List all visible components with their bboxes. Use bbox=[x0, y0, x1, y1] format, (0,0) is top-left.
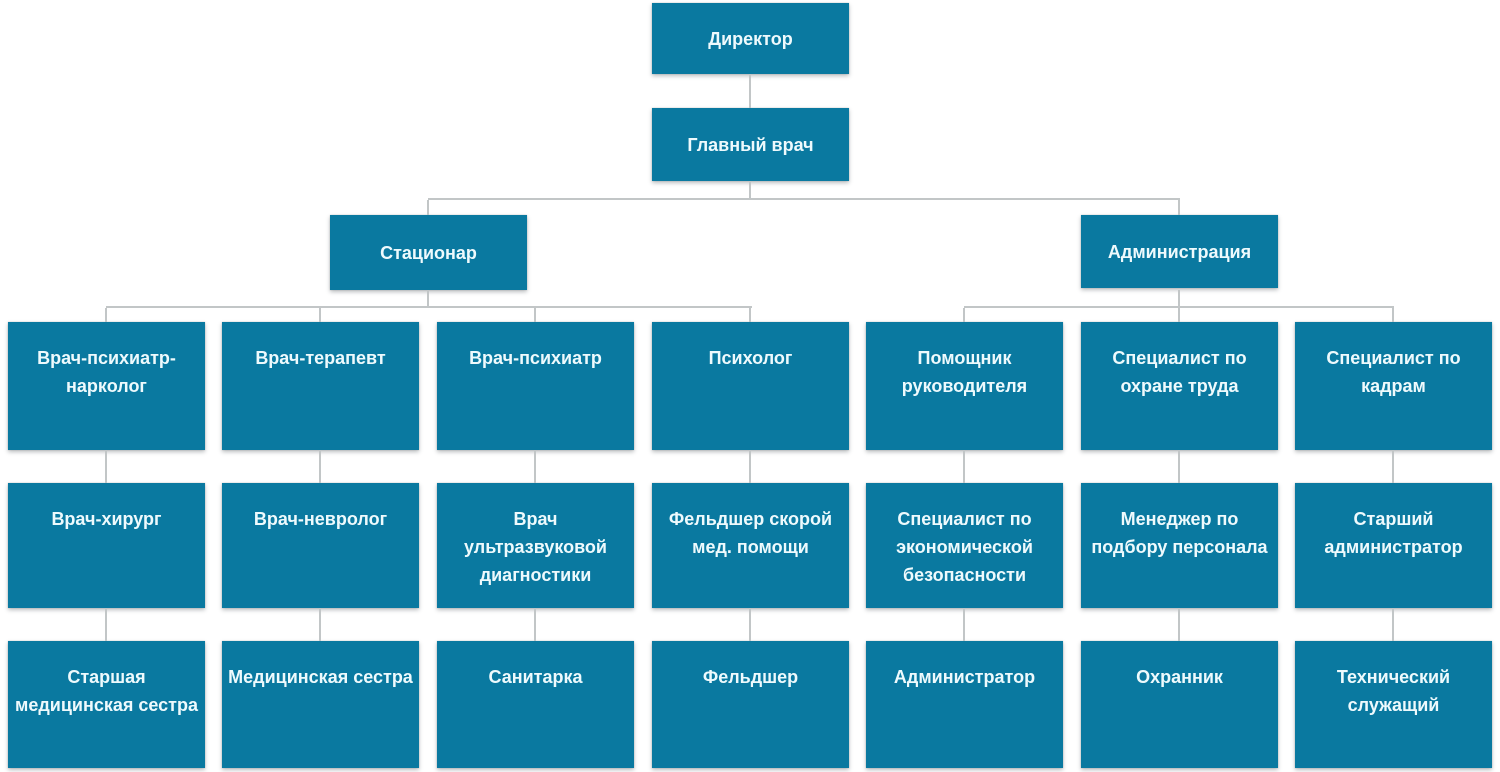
org-node-label: Психолог bbox=[708, 348, 793, 368]
org-node: Старшая медицинская сестра bbox=[8, 641, 205, 768]
connector-chief-drop bbox=[749, 181, 751, 199]
org-node-label: Помощник руководителя bbox=[901, 348, 1028, 396]
connector-col5-base bbox=[963, 608, 965, 641]
connector-col4-base bbox=[749, 608, 751, 641]
connector-col7-base bbox=[1392, 608, 1394, 641]
connector-administration-drop bbox=[1178, 290, 1180, 307]
org-node-label: Старший администратор bbox=[1324, 509, 1463, 557]
connector-stub bbox=[105, 308, 107, 322]
connector-col5-mid bbox=[963, 450, 965, 483]
org-node: Специалист по кадрам bbox=[1295, 322, 1492, 450]
org-node: Врач ультразвуковой диагностики bbox=[437, 483, 634, 608]
org-node: Технический служащий bbox=[1295, 641, 1492, 768]
connector-director-chief bbox=[749, 74, 751, 108]
connector-stub-inpatient bbox=[427, 200, 429, 215]
connector-stub bbox=[534, 308, 536, 322]
connector-stub bbox=[963, 308, 965, 322]
org-node-label: Специалист по экономической безопасности bbox=[896, 509, 1033, 585]
connector-col3-base bbox=[534, 608, 536, 641]
org-node-branch-inpatient: Стационар bbox=[330, 215, 527, 290]
org-node: Врач-терапевт bbox=[222, 322, 419, 450]
org-node: Помощник руководителя bbox=[866, 322, 1063, 450]
org-node: Врач-хирург bbox=[8, 483, 205, 608]
org-node: Врач-невролог bbox=[222, 483, 419, 608]
org-node-director: Директор bbox=[652, 3, 849, 74]
org-node: Администратор bbox=[866, 641, 1063, 768]
org-node: Врач-психиатр-нарколог bbox=[8, 322, 205, 450]
connector-col6-base bbox=[1178, 608, 1180, 641]
org-node-label: Врач ультразвуковой диагностики bbox=[464, 509, 607, 585]
org-node: Охранник bbox=[1081, 641, 1278, 768]
org-node-label: Врач-хирург bbox=[51, 509, 162, 529]
org-node-label: Администратор bbox=[893, 667, 1036, 687]
org-node-label: Врач-невролог bbox=[253, 509, 388, 529]
connector-inpatient-drop bbox=[427, 290, 429, 307]
org-node-label: Главный врач bbox=[687, 134, 814, 155]
connector-stub bbox=[319, 308, 321, 322]
org-node-label: Медицинская сестра bbox=[228, 667, 413, 687]
connector-stub-administration bbox=[1178, 200, 1180, 215]
org-node: Специалист по экономической безопасности bbox=[866, 483, 1063, 608]
org-node-label: Врач-терапевт bbox=[255, 348, 386, 368]
org-node: Медицинская сестра bbox=[222, 641, 419, 768]
connector-col6-mid bbox=[1178, 450, 1180, 483]
org-node: Фельдшер скорой мед. помощи bbox=[652, 483, 849, 608]
org-node-label: Администрация bbox=[1107, 241, 1252, 262]
connector-stub bbox=[1392, 308, 1394, 322]
org-node-label: Врач-психиатр bbox=[469, 348, 602, 368]
connector-col4-mid bbox=[749, 450, 751, 483]
connector-administration-span bbox=[964, 306, 1394, 308]
org-node: Фельдшер bbox=[652, 641, 849, 768]
connector-col1-base bbox=[105, 608, 107, 641]
org-node-label: Директор bbox=[708, 28, 793, 49]
connector-col2-base bbox=[319, 608, 321, 641]
org-node-chief-physician: Главный врач bbox=[652, 108, 849, 181]
org-node-label: Врач-психиатр-нарколог bbox=[37, 348, 176, 396]
connector-col3-mid bbox=[534, 450, 536, 483]
org-node: Менеджер по подбору персонала bbox=[1081, 483, 1278, 608]
org-node: Старший администратор bbox=[1295, 483, 1492, 608]
connector-col2-mid bbox=[319, 450, 321, 483]
org-node-label: Охранник bbox=[1136, 667, 1223, 687]
connector-stub bbox=[749, 308, 751, 322]
org-node-label: Менеджер по подбору персонала bbox=[1091, 509, 1268, 557]
org-node-label: Специалист по кадрам bbox=[1326, 348, 1461, 396]
org-node: Врач-психиатр bbox=[437, 322, 634, 450]
org-node-label: Фельдшер скорой мед. помощи bbox=[668, 509, 833, 557]
connector-inpatient-span bbox=[106, 306, 752, 308]
org-node: Санитарка bbox=[437, 641, 634, 768]
connector-branch-span bbox=[428, 198, 1180, 200]
org-node: Психолог bbox=[652, 322, 849, 450]
org-node-label: Стационар bbox=[380, 242, 477, 263]
org-node-label: Фельдшер bbox=[702, 667, 799, 687]
org-node-label: Технический служащий bbox=[1336, 667, 1451, 715]
org-node-label: Санитарка bbox=[488, 667, 583, 687]
org-node-label: Старшая медицинская сестра bbox=[15, 667, 198, 715]
connector-stub bbox=[1178, 308, 1180, 322]
connector-col7-mid bbox=[1392, 450, 1394, 483]
connector-col1-mid bbox=[105, 450, 107, 483]
org-node-branch-administration: Администрация bbox=[1081, 215, 1278, 288]
org-node: Специалист по охране труда bbox=[1081, 322, 1278, 450]
org-node-label: Специалист по охране труда bbox=[1112, 348, 1247, 396]
